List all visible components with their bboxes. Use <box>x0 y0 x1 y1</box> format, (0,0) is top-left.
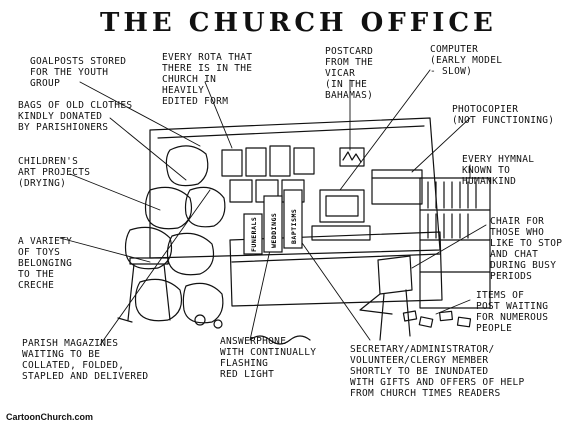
book-baptisms: BAPTISMS <box>290 209 298 244</box>
rota-sheet <box>221 149 243 177</box>
desk-outline <box>229 231 443 307</box>
label-toys: A variety of toys belonging to the crech… <box>18 236 73 291</box>
label-secretary: Secretary/administrator/ volunteer/clerg… <box>350 344 525 399</box>
label-goalposts: Goalposts stored for the youth group <box>30 56 127 89</box>
chair-drawing <box>359 255 413 341</box>
label-photocopier: Photocopier (not functioning) <box>452 104 555 126</box>
bookcase-drawing <box>419 177 491 309</box>
label-hymnal: Every hymnal known to humankind <box>462 154 535 187</box>
computer-base <box>311 225 371 241</box>
cartoon-title: The Church Office <box>100 8 497 38</box>
label-rota: Every rota that there is in the church i… <box>162 52 253 107</box>
postcard-drawing <box>339 147 365 167</box>
label-postcard: Postcard from the vicar (in the Bahamas) <box>325 46 374 101</box>
rota-sheet <box>245 147 267 177</box>
rota-sheet <box>269 145 291 177</box>
clothes-bags <box>124 145 226 324</box>
computer-monitor <box>319 189 365 223</box>
rota-sheet <box>293 147 315 175</box>
label-art-projects: Children's art projects (drying) <box>18 156 91 189</box>
stool-drawing <box>127 257 171 321</box>
label-computer: Computer (early model - slow) <box>430 44 503 77</box>
label-post: Items of post waiting for numerous peopl… <box>476 290 549 334</box>
pointer-lines <box>59 69 487 346</box>
book-weddings: WEDDINGS <box>270 213 278 248</box>
book-funerals: FUNERALS <box>250 217 258 252</box>
label-bags: Bags of old clothes kindly donated by pa… <box>18 100 133 133</box>
book-spines: FUNERALS WEDDINGS BAPTISMS <box>243 189 303 255</box>
label-magazines: Parish magazines waiting to be collated,… <box>22 338 149 382</box>
label-answerphone: Answerphone with continually flashing re… <box>220 336 317 380</box>
label-chair: Chair for those who like to stop and cha… <box>490 216 563 282</box>
rota-sheet <box>229 179 253 203</box>
photocopier-drawing <box>371 169 423 205</box>
credit: CartoonChurch.com <box>6 412 94 422</box>
